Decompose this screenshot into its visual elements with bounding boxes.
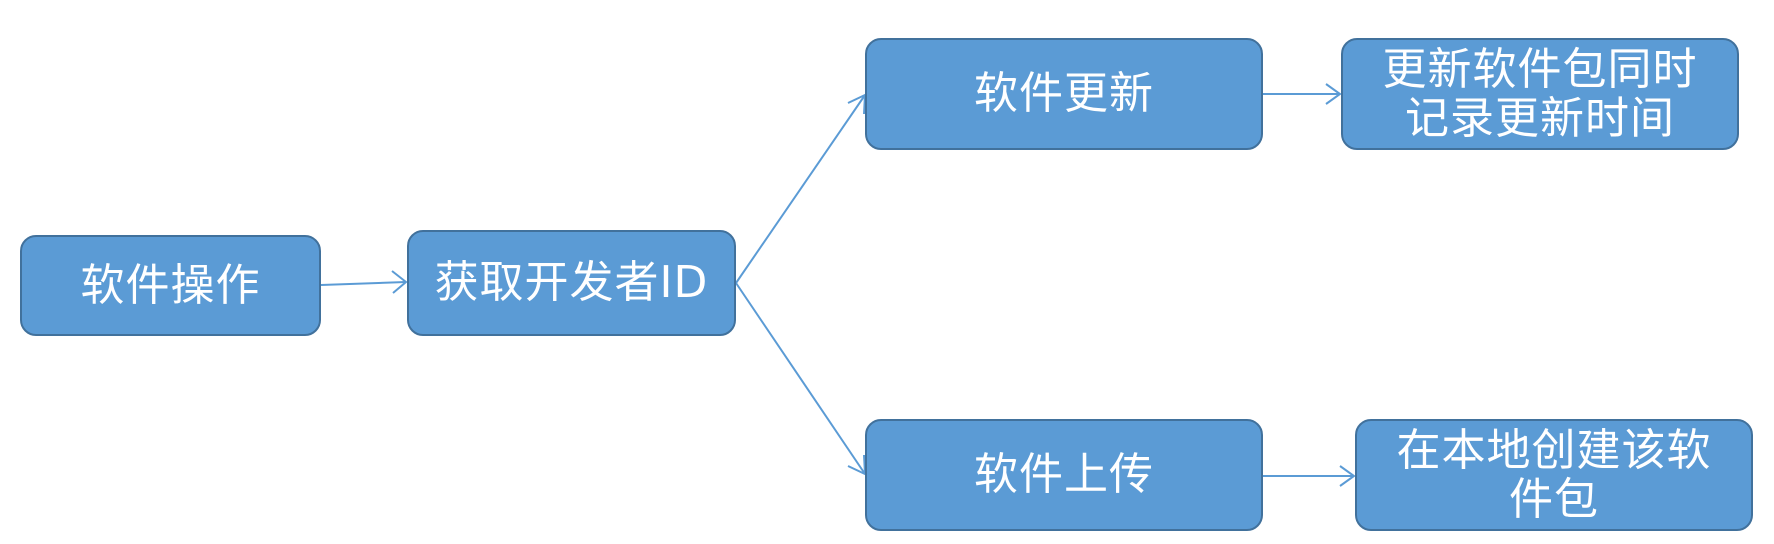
node-create-local-package-line-1: 在本地创建该软 [1396,425,1712,476]
node-software-operation: 软件操作 [20,235,321,336]
node-software-upload-label: 软件上传 [974,449,1154,500]
edge-operation-to-get-id [320,270,408,294]
node-software-upload: 软件上传 [865,419,1263,531]
node-record-update-time: 更新软件包同时 记录更新时间 [1341,38,1739,150]
node-record-update-time-line-1: 更新软件包同时 [1382,44,1698,95]
edge-update-to-record [1263,83,1342,105]
node-create-local-package-line-2: 件包 [1509,474,1599,525]
edge-get-id-to-update [735,93,867,284]
node-create-local-package: 在本地创建该软 件包 [1355,419,1753,531]
node-software-update: 软件更新 [865,38,1263,150]
node-record-update-time-line-2: 记录更新时间 [1405,93,1675,144]
node-get-developer-id: 获取开发者ID [407,230,736,336]
edge-upload-to-create [1263,465,1356,487]
node-get-developer-id-label: 获取开发者ID [434,257,709,308]
node-software-update-label: 软件更新 [974,68,1154,119]
edge-get-id-to-upload [735,282,867,476]
node-software-operation-label: 软件操作 [80,259,261,311]
